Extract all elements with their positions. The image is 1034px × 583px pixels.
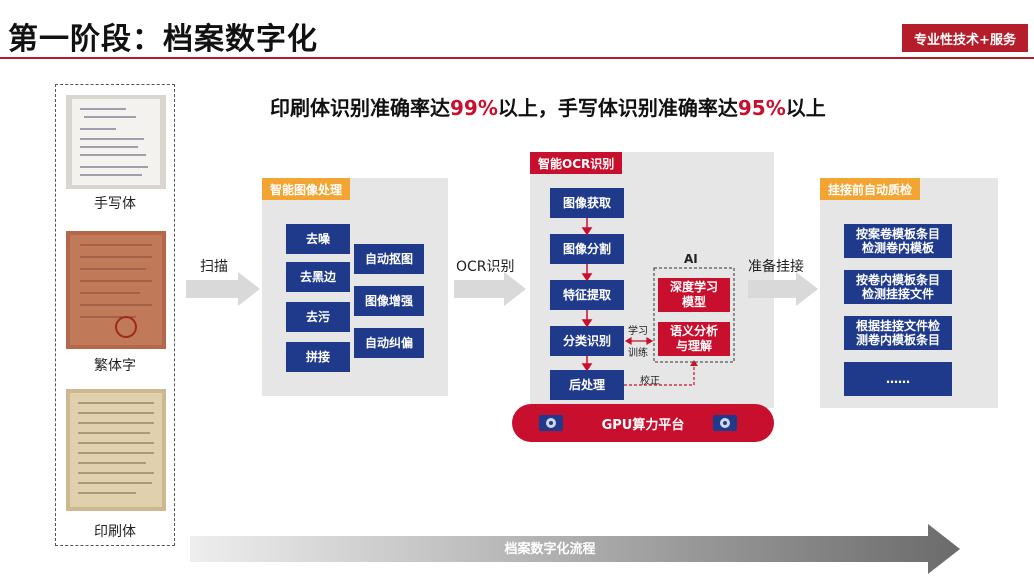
page-title: 第一阶段：档案数字化 [8, 22, 318, 57]
ocr-panel-title: 智能OCR识别 [530, 152, 623, 174]
auto-cutout-box: 自动抠图 [354, 244, 424, 274]
process-arrow [190, 524, 960, 574]
ocr-panel: 智能OCR识别 图像获取 图像分割 特征提取 分类识别 后处理 AI 深度学习 … [530, 152, 774, 408]
gpu-chip-icon [539, 415, 563, 431]
qc-item-more: …… [844, 362, 952, 396]
image-processing-title: 智能图像处理 [262, 178, 351, 200]
image-processing-panel: 智能图像处理 去噪 去黑边 去污 拼接 自动抠图 图像增强 自动纠偏 [262, 178, 448, 396]
ocr-label: OCR识别 [456, 259, 515, 275]
printed-document-image [66, 389, 166, 511]
ocr-step-segment: 图像分割 [550, 234, 624, 264]
auto-deskew-box: 自动纠偏 [354, 328, 424, 358]
title-divider [0, 57, 1034, 59]
sample-label-handwritten: 手写体 [94, 196, 136, 212]
semantic-analysis-box: 语义分析 与理解 [658, 322, 730, 356]
headline-part2: 以上，手写体识别准确率达 [497, 96, 738, 120]
sample-label-traditional: 繁体字 [94, 358, 136, 374]
gpu-label: GPU算力平台 [601, 417, 685, 433]
document-samples-panel: 手写体 繁体字 印刷体 [55, 84, 175, 546]
ocr-arrow [454, 272, 526, 306]
mount-label: 准备挂接 [748, 259, 804, 275]
correct-label: 校正 [640, 376, 660, 387]
learn-label: 学习 [628, 326, 648, 337]
traditional-chinese-document-image [66, 231, 166, 349]
handwritten-accuracy-value: 95% [737, 96, 786, 120]
handwritten-document-image [66, 95, 166, 189]
quality-check-title: 挂接前自动质检 [820, 178, 921, 200]
ocr-step-postprocess: 后处理 [550, 370, 624, 400]
gpu-platform-banner: GPU算力平台 [512, 404, 774, 442]
headline-part3: 以上 [785, 96, 826, 120]
headline-part1: 印刷体识别准确率达 [270, 96, 450, 120]
remove-black-border-box: 去黑边 [286, 262, 350, 292]
gpu-chip-icon [713, 415, 737, 431]
scan-label: 扫描 [200, 259, 228, 275]
qc-item-2: 按卷内模板条目 检测挂接文件 [844, 270, 952, 304]
denoise-box: 去噪 [286, 224, 350, 254]
ocr-step-feature: 特征提取 [550, 280, 624, 310]
deep-learning-model-box: 深度学习 模型 [658, 278, 730, 312]
ocr-step-acquire: 图像获取 [550, 188, 624, 218]
quality-check-panel: 挂接前自动质检 按案卷模板条目 检测卷内模板 按卷内模板条目 检测挂接文件 根据… [820, 178, 998, 408]
process-label: 档案数字化流程 [504, 542, 596, 557]
qc-item-3: 根据挂接文件检 测卷内模板条目 [844, 316, 952, 350]
sample-label-printed: 印刷体 [94, 524, 136, 540]
qc-item-1: 按案卷模板条目 检测卷内模板 [844, 224, 952, 258]
stitching-box: 拼接 [286, 342, 350, 372]
service-tag: 专业性技术+服务 [902, 24, 1028, 52]
stain-removal-box: 去污 [286, 302, 350, 332]
printed-accuracy-value: 99% [450, 96, 498, 120]
accuracy-headline: 印刷体识别准确率达99%以上，手写体识别准确率达95%以上 [270, 92, 826, 121]
ocr-step-classify: 分类识别 [550, 326, 624, 356]
ai-label: AI [684, 252, 698, 266]
scan-arrow [186, 272, 260, 306]
ocr-connectors [581, 218, 735, 386]
mount-arrow [748, 272, 818, 306]
train-label: 训练 [628, 348, 648, 359]
image-enhance-box: 图像增强 [354, 286, 424, 316]
